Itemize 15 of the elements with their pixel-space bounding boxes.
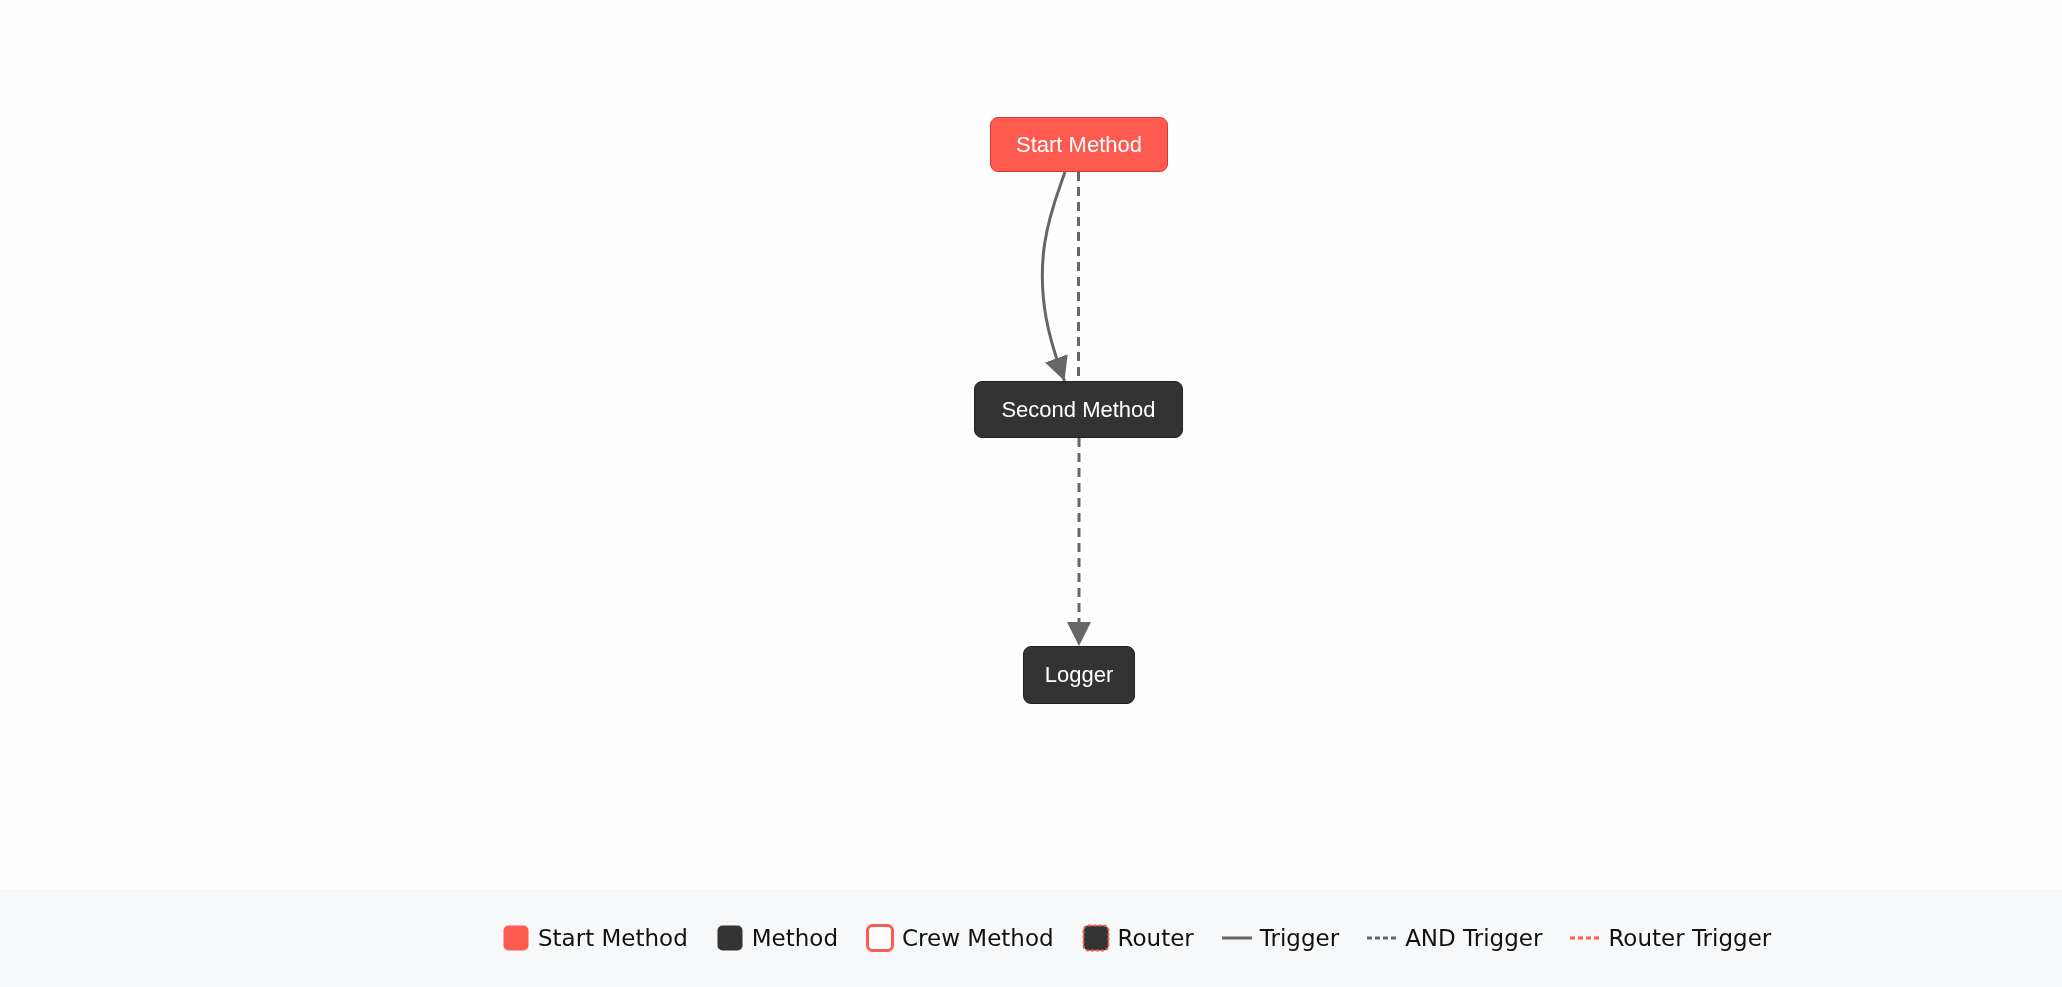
legend-label: AND Trigger — [1405, 925, 1543, 951]
legend-label: Crew Method — [902, 925, 1054, 951]
method-box — [974, 381, 1183, 438]
legend-label: Router Trigger — [1608, 925, 1772, 951]
node-label: Start Method — [1016, 131, 1142, 158]
legend-label: Router — [1117, 925, 1194, 951]
legend-label: Trigger — [1259, 925, 1340, 951]
method-box — [1023, 646, 1135, 704]
start-method-box — [990, 117, 1168, 172]
arrow — [1067, 438, 1091, 646]
legend-label: Start Method — [538, 925, 688, 951]
node-label: Second Method — [1001, 396, 1156, 423]
node-label: Logger — [1044, 662, 1114, 688]
legend-label: Method — [751, 925, 839, 951]
arrow — [1040, 171, 1068, 382]
